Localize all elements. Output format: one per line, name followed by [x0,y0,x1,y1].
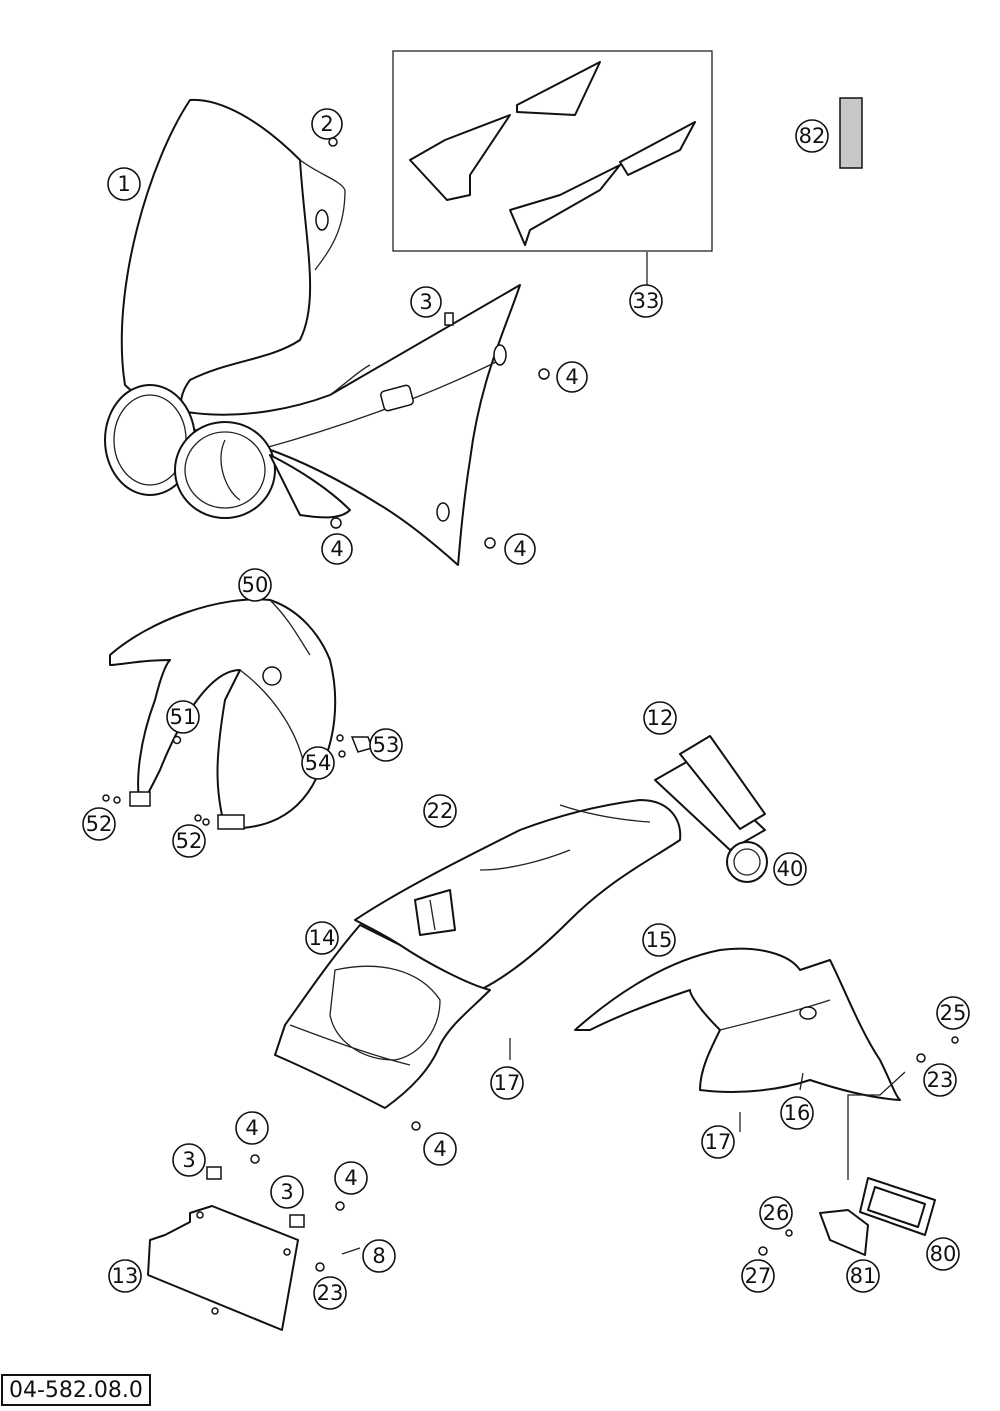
svg-text:2: 2 [320,112,333,136]
svg-text:4: 4 [433,1137,446,1161]
part-label: 12 [643,701,677,735]
part-label: 17 [701,1125,735,1159]
svg-text:52: 52 [86,812,113,836]
svg-text:3: 3 [182,1148,195,1172]
document-number: 04-582.08.0 [1,1374,151,1406]
rear-reflector-part [758,1177,936,1256]
svg-text:1: 1 [117,172,130,196]
part-label: 1 [107,167,141,201]
svg-text:26: 26 [763,1201,790,1225]
svg-text:4: 4 [245,1116,258,1140]
part-label: 22 [423,794,457,828]
part-label: 17 [490,1066,524,1100]
part-label: 14 [305,921,339,955]
front-fender-part [109,598,337,830]
svg-text:8: 8 [372,1244,385,1268]
part-label: 2 [311,108,343,140]
part-label: 27 [741,1259,775,1293]
reflector-sticker-part [839,97,863,169]
svg-text:23: 23 [927,1068,954,1092]
part-label: 52 [172,824,206,858]
svg-text:4: 4 [330,537,343,561]
part-label: 4 [235,1111,269,1145]
part-label: 3 [270,1175,304,1209]
cap-part [726,841,768,883]
plate-holder-fasteners [206,1154,361,1272]
part-label: 13 [108,1259,142,1293]
part-label: 82 [795,119,829,153]
svg-text:4: 4 [565,365,578,389]
svg-text:4: 4 [344,1166,357,1190]
svg-text:50: 50 [242,573,269,597]
part-label: 23 [313,1276,347,1310]
svg-text:17: 17 [705,1130,732,1154]
svg-text:33: 33 [633,289,660,313]
rear-fender-fasteners [411,1036,959,1180]
svg-text:53: 53 [373,733,400,757]
svg-text:16: 16 [784,1101,811,1125]
part-label: 4 [556,361,588,393]
svg-text:3: 3 [280,1180,293,1204]
svg-text:14: 14 [309,926,336,950]
rear-fender-part [574,947,901,1101]
decal-set-part [392,50,713,285]
svg-text:80: 80 [930,1242,957,1266]
svg-text:52: 52 [176,829,203,853]
svg-text:54: 54 [305,751,332,775]
part-label: 81 [846,1259,880,1293]
svg-text:17: 17 [494,1071,521,1095]
sticker-pair-part [654,735,766,851]
svg-text:23: 23 [317,1281,344,1305]
part-label: 3 [172,1143,206,1177]
part-label: 16 [780,1096,814,1130]
front-fender-fasteners [102,734,373,826]
part-label: 40 [773,852,807,886]
part-label: 4 [423,1132,457,1166]
svg-text:4: 4 [513,537,526,561]
part-label: 8 [362,1239,396,1273]
fastener-parts [328,137,550,549]
part-label: 54 [301,746,335,780]
part-label: 4 [504,533,536,565]
svg-text:40: 40 [777,857,804,881]
part-label: 80 [926,1237,960,1271]
svg-text:51: 51 [170,705,197,729]
part-label: 3 [410,286,442,318]
rear-subframe-part [274,924,491,1109]
part-label: 4 [321,533,353,565]
license-plate-holder-part [147,1205,299,1331]
svg-text:27: 27 [745,1264,772,1288]
svg-text:12: 12 [647,706,674,730]
part-label: 50 [238,568,272,602]
svg-text:82: 82 [799,124,826,148]
svg-text:25: 25 [940,1001,967,1025]
part-label: 23 [923,1063,957,1097]
svg-text:15: 15 [646,928,673,952]
svg-text:3: 3 [419,290,432,314]
part-label: 53 [369,728,403,762]
part-label: 51 [166,700,200,734]
svg-text:81: 81 [850,1264,877,1288]
part-label: 15 [642,923,676,957]
part-label: 33 [629,284,663,318]
headlight-mask-part [104,98,521,566]
svg-text:22: 22 [427,799,454,823]
svg-text:13: 13 [112,1264,139,1288]
part-label: 4 [334,1161,368,1195]
part-label: 26 [759,1196,793,1230]
part-label: 25 [936,996,970,1030]
part-label: 52 [82,807,116,841]
